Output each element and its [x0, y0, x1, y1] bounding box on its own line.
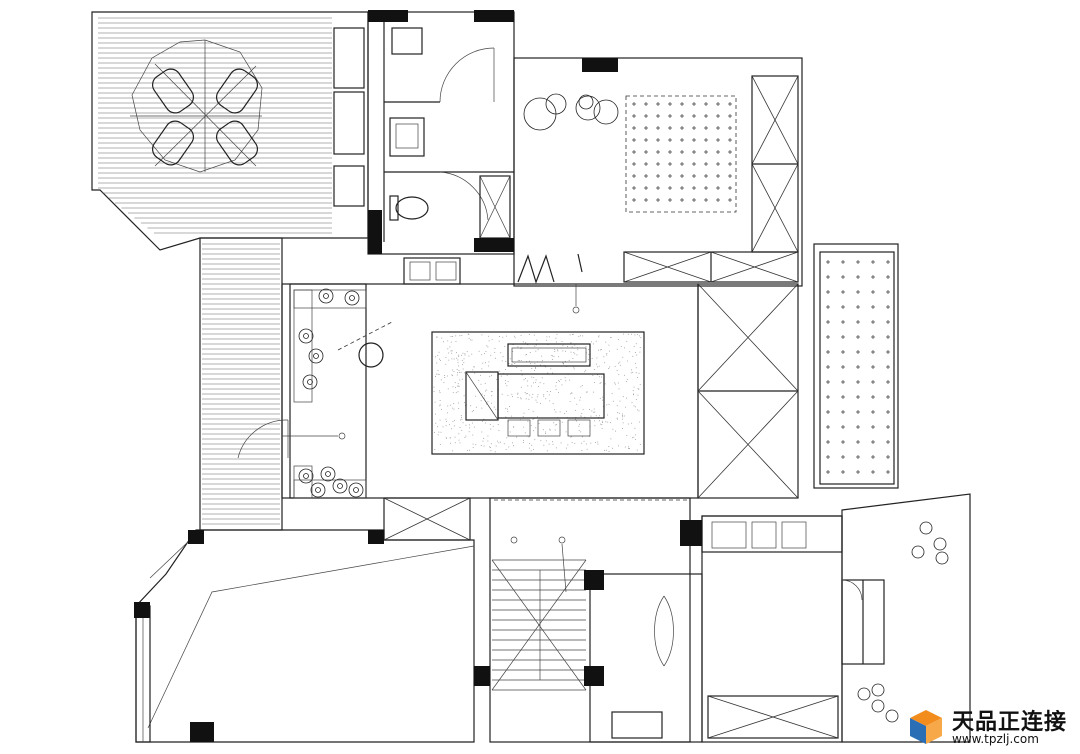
deck-walkway-left: [199, 237, 283, 531]
kitchen: [701, 515, 843, 743]
terrace-right: [813, 243, 899, 489]
brand-url: www.tpzlj.com: [952, 732, 1039, 746]
foyer: [589, 573, 703, 743]
structural-columns: [134, 10, 702, 742]
cube-logo-icon: [910, 710, 942, 744]
terrace-bottom-right: [841, 493, 971, 743]
terrace-deck-top-left: [91, 11, 369, 251]
brand-watermark: 天品正连接 www.tpzlj.com: [906, 704, 1074, 750]
bathroom: [367, 11, 515, 285]
dining-hall: [237, 283, 799, 501]
umbrella-lounge-set: [130, 39, 263, 173]
bedroom: [513, 57, 803, 287]
living-room-bottom-left: [135, 497, 475, 743]
brand-name: 天品正连接: [952, 710, 1068, 735]
